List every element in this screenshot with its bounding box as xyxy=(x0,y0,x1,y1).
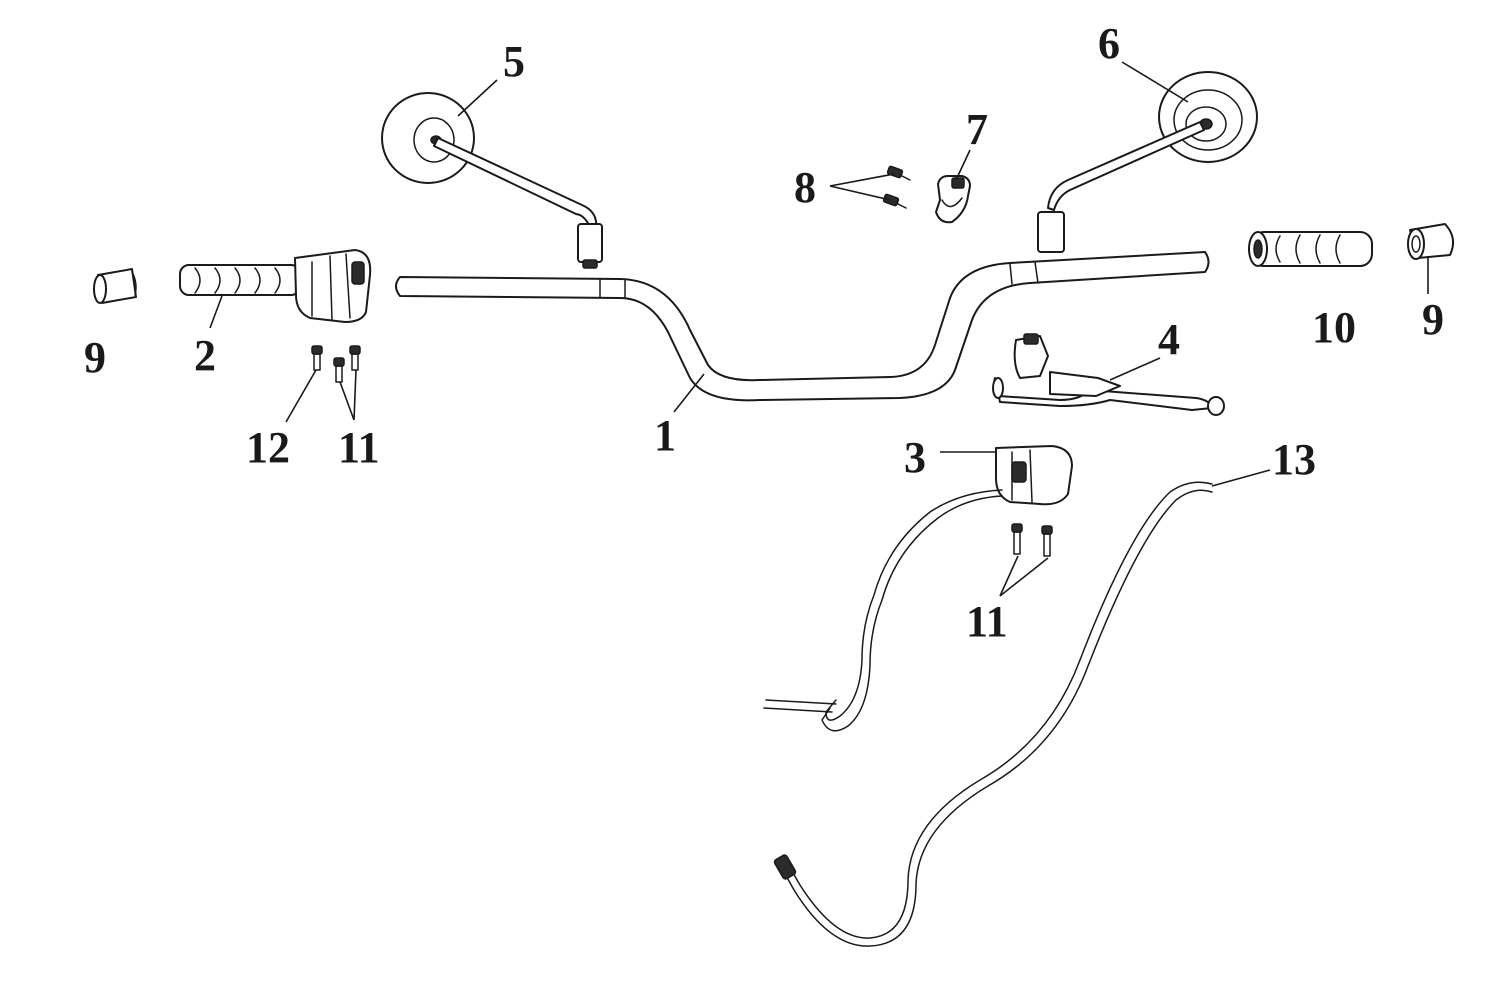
lever-clamp xyxy=(935,175,971,224)
housing-screws-left xyxy=(311,345,361,383)
callout-11-right: 11 xyxy=(966,597,1008,646)
brake-lever-assembly xyxy=(992,333,1225,416)
callout-5: 5 xyxy=(503,37,525,86)
callout-11-left: 11 xyxy=(338,423,380,472)
callout-12: 12 xyxy=(246,423,290,472)
callout-4: 4 xyxy=(1158,315,1180,364)
throttle-grip-assembly xyxy=(179,249,372,323)
right-mirror xyxy=(1037,71,1258,253)
left-mirror xyxy=(381,92,603,269)
handlebar xyxy=(395,251,1210,402)
callout-3: 3 xyxy=(904,433,926,482)
housing-screws-right xyxy=(1011,523,1053,557)
callout-1: 1 xyxy=(654,411,676,460)
bar-end-left xyxy=(93,268,137,304)
leader-lines xyxy=(209,61,1429,597)
right-switch-housing xyxy=(763,445,1073,732)
callout-2: 2 xyxy=(194,331,216,380)
callout-9-right: 9 xyxy=(1422,295,1444,344)
callout-6: 6 xyxy=(1098,19,1120,68)
callout-8: 8 xyxy=(794,163,816,212)
throttle-cable xyxy=(773,481,1213,947)
callout-7: 7 xyxy=(966,105,988,154)
callouts: 1 2 3 4 5 6 7 8 9 9 10 11 11 12 13 xyxy=(84,19,1444,646)
callout-13: 13 xyxy=(1272,435,1316,484)
bar-end-right xyxy=(1407,223,1455,260)
callout-9-left: 9 xyxy=(84,333,106,382)
callout-10: 10 xyxy=(1312,303,1356,352)
right-grip xyxy=(1248,231,1373,267)
clamp-screws xyxy=(882,165,911,209)
